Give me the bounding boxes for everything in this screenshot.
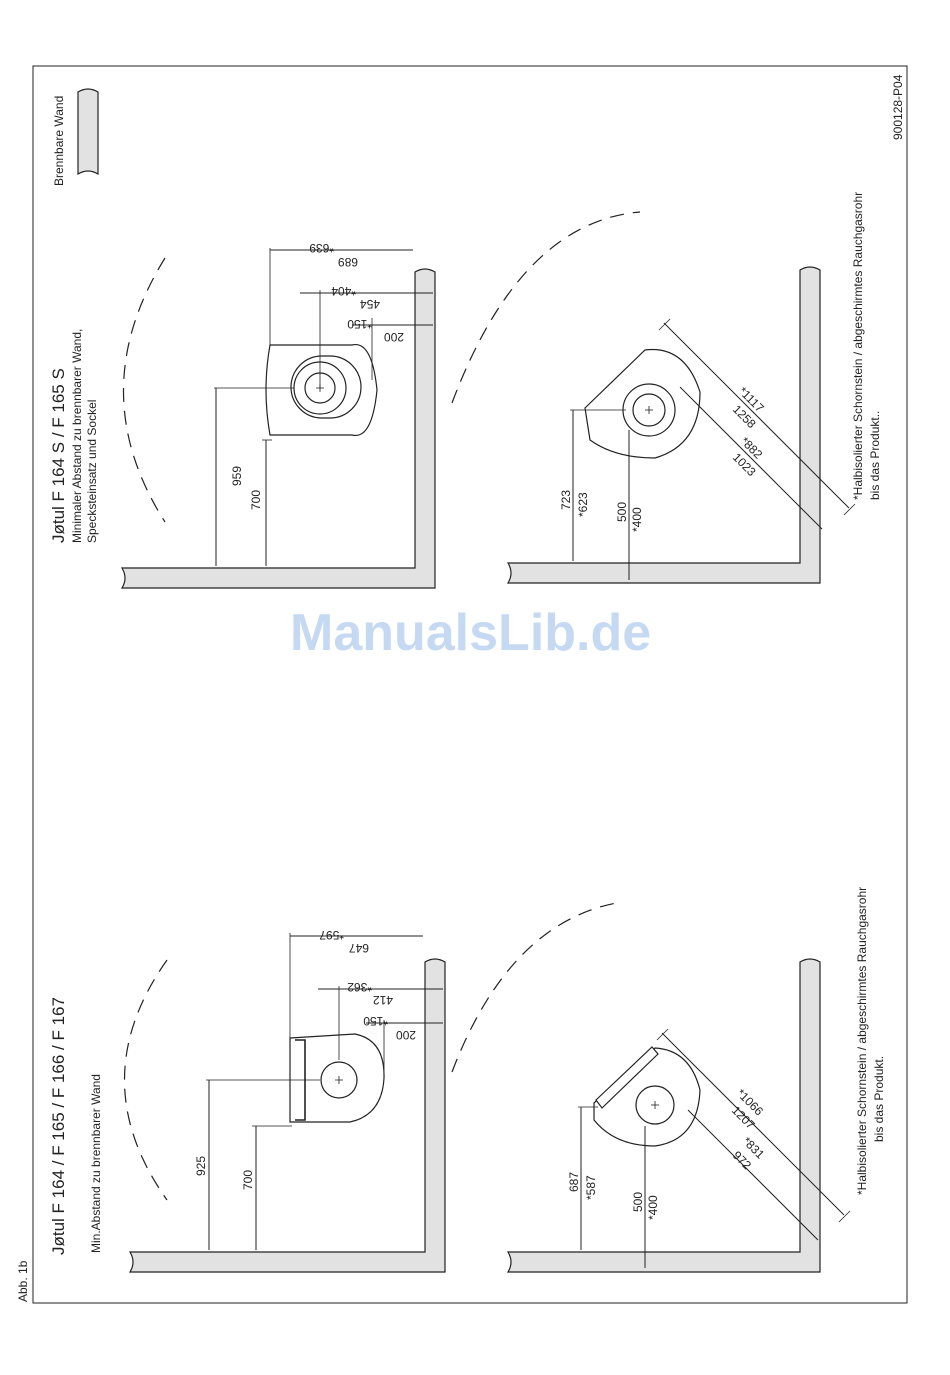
bottom-dim-597-star: *597 [319, 928, 344, 942]
top-footnote-1: *Halbisolierter Schornstein / abgeschirm… [851, 192, 865, 500]
top-dim-723: 723 [559, 490, 573, 510]
legend: Brennbare Wand [52, 88, 99, 186]
swing-arc [124, 959, 168, 1201]
bottom-section: Jøtul F 164 / F 165 / F 166 / F 167 Min.… [49, 887, 886, 1273]
bottom-dim-200: 200 [396, 1028, 416, 1042]
top-dim-404-star: *404 [331, 284, 356, 298]
combustible-wall [128, 958, 446, 1273]
drawing-number: 900128-P04 [891, 74, 905, 140]
bottom-footnote-1: *Halbisolierter Schornstein / abgeschirm… [855, 887, 869, 1195]
bottom-dim-587-star: *587 [584, 1175, 598, 1200]
top-wall-plan: 959 700 *639 689 *404 454 *150 200 [120, 241, 436, 589]
swing-arc [122, 257, 166, 523]
bottom-dim-500: 500 [631, 1192, 645, 1212]
dim-line-diag-b [679, 386, 823, 530]
top-corner-plan: 723 *623 500 *400 *1117 1258 *882 1023 [451, 211, 856, 584]
swing-arc [451, 901, 623, 1073]
dim-line-diag-b [687, 1109, 819, 1241]
top-footnote-2: bis das Produkt.. [868, 411, 882, 500]
top-dim-689: 689 [338, 255, 358, 269]
bottom-dim-700: 700 [241, 1170, 255, 1190]
top-dim-400-star: *400 [630, 507, 644, 532]
stove-door [595, 1046, 659, 1109]
swing-arc [451, 211, 641, 404]
bottom-dim-647: 647 [349, 941, 369, 955]
bottom-dim-925: 925 [194, 1156, 208, 1176]
top-dim-623-star: *623 [576, 492, 590, 517]
top-section: Jøtul F 164 S / F 165 S Minimaler Abstan… [49, 192, 882, 589]
bottom-dim-362-star: *362 [347, 980, 372, 994]
bottom-footnote-2: bis das Produkt. [872, 1056, 886, 1142]
corner-wall [506, 958, 821, 1273]
bottom-subtitle-1: Min.Abstand zu brennbarer Wand [89, 1074, 103, 1253]
top-subtitle-2: Specksteinsatz und Sockel [85, 400, 99, 543]
top-title: Jøtul F 164 S / F 165 S [49, 368, 68, 543]
figure-label: Abb. 1b [16, 1260, 30, 1302]
bottom-dim-412: 412 [373, 993, 393, 1007]
bottom-wall-plan: 925 700 *597 647 *362 412 *150 200 [124, 928, 446, 1273]
bottom-dim-150-star: *150 [363, 1014, 388, 1028]
legend-wall-swatch [77, 88, 99, 176]
bottom-title: Jøtul F 164 / F 165 / F 166 / F 167 [49, 997, 68, 1255]
top-dim-700: 700 [249, 490, 263, 510]
top-dim-150-star: *150 [347, 317, 372, 331]
page-frame [32, 65, 908, 1304]
top-subtitle-1: Minimaler Abstand zu brennbarer Wand, [70, 329, 84, 543]
dim-line-diag-a [663, 322, 850, 509]
dim-line-diag-a [661, 1032, 845, 1216]
bottom-dim-687: 687 [567, 1172, 581, 1192]
corner-wall [506, 266, 821, 584]
top-dim-454: 454 [360, 297, 380, 311]
top-dim-200: 200 [384, 330, 404, 344]
legend-label: Brennbare Wand [52, 96, 66, 186]
combustible-wall [120, 268, 436, 589]
bottom-dim-400-star: *400 [646, 1195, 660, 1220]
watermark: ManualsLib.de [290, 604, 651, 662]
top-dim-959: 959 [230, 466, 244, 486]
top-dim-500: 500 [615, 502, 629, 522]
top-dim-639-star: *639 [309, 241, 334, 255]
bottom-corner-plan: 687 *587 500 *400 *1066 1207 *831 972 [451, 901, 851, 1273]
